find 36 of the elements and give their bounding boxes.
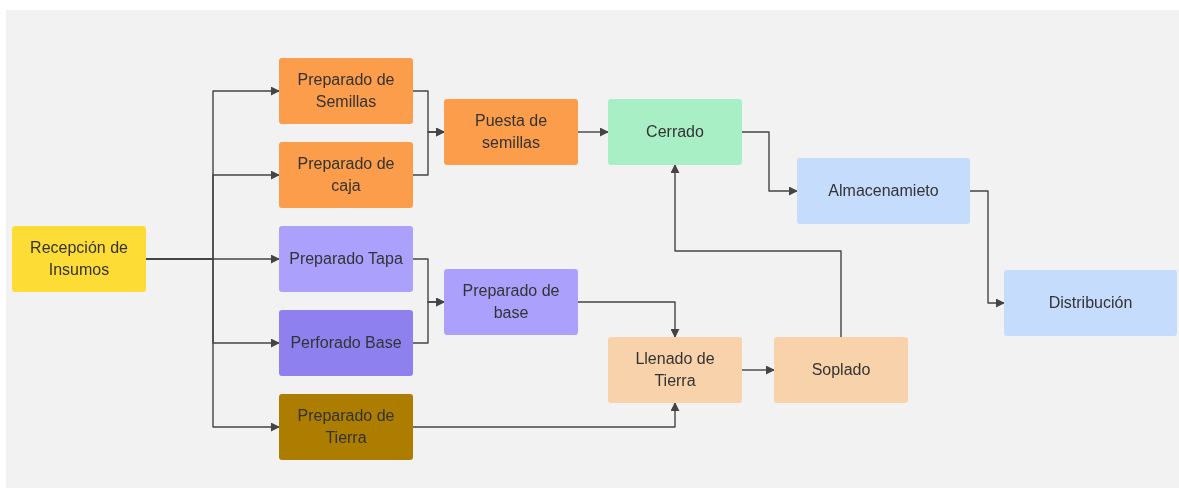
- node-label: Preparado de base: [461, 281, 561, 323]
- node-label: Cerrado: [646, 122, 704, 142]
- node-label: Perforado Base: [290, 333, 402, 353]
- node-label: Almacenamieto: [828, 181, 939, 201]
- arrow: [577, 127, 609, 137]
- process-box: [279, 226, 413, 292]
- node-label: Puesta de semillas: [473, 111, 549, 153]
- node-label: Soplado: [811, 360, 871, 380]
- process-box: [444, 269, 578, 335]
- process-box: [608, 99, 742, 165]
- arrow: [412, 297, 445, 344]
- arrow: [670, 164, 842, 338]
- process-box: [279, 394, 413, 460]
- process-box: [12, 226, 146, 292]
- process-box: [279, 310, 413, 376]
- arrow: [145, 258, 280, 432]
- node-label: Preparado Tapa: [289, 249, 403, 269]
- node-label: Recepción de Insumos: [29, 238, 129, 280]
- process-box: [279, 142, 413, 208]
- process-box: [279, 58, 413, 124]
- process-box: [1004, 270, 1177, 336]
- process-box: [444, 99, 578, 165]
- node-label: Distribución: [1048, 293, 1133, 313]
- arrow: [412, 402, 680, 428]
- process-box: [797, 158, 970, 224]
- node-label: Llenado de Tierra: [634, 349, 716, 391]
- arrow: [412, 127, 445, 176]
- arrow: [741, 365, 775, 375]
- arrow: [969, 190, 1005, 308]
- node-label: Preparado de caja: [296, 154, 396, 196]
- arrow: [741, 131, 798, 196]
- process-box: [608, 337, 742, 403]
- process-box: [774, 337, 908, 403]
- arrow: [577, 301, 680, 338]
- node-label: Preparado de Tierra: [296, 406, 396, 448]
- node-label: Preparado de Semillas: [296, 70, 396, 112]
